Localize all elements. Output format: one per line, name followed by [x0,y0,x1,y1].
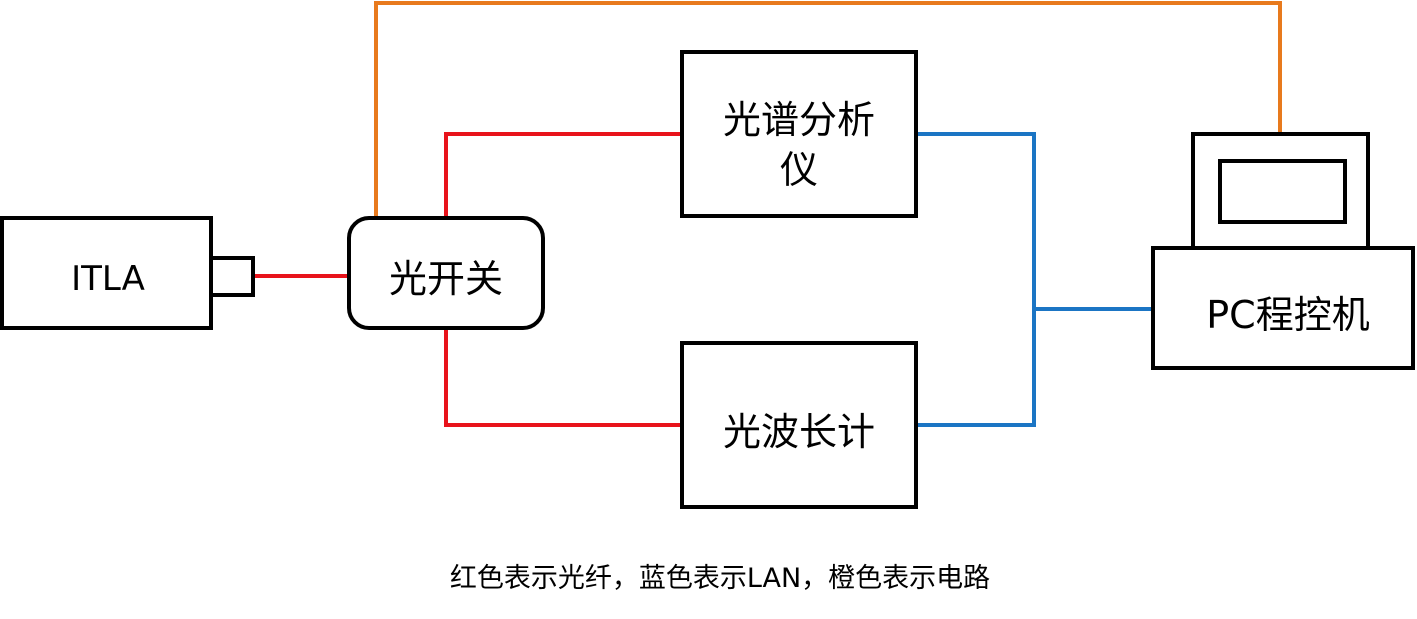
itla-connector [209,256,255,297]
fiber-line-switch-to-spectrum-analyzer [444,132,682,218]
optical-switch-box [347,216,545,330]
itla-label: ITLA [71,259,145,299]
pc-label: PC程控机 [1206,293,1369,337]
power-line-switch-to-pc [374,1,1282,218]
wavemeter-label: 光波长计 [723,410,875,454]
optical-switch-label: 光开关 [389,257,503,301]
pc-screen [1218,159,1347,224]
spectrum-analyzer-label-line1: 光谱分析 [723,98,875,142]
computer-icon: PC程控机 [1151,132,1415,370]
itla-box [0,216,213,330]
itla-node: ITLA [0,216,255,330]
spectrum-analyzer-label-line2: 仪 [780,148,818,192]
wavemeter-box [680,341,918,509]
wavemeter-node: 光波长计 [680,341,918,509]
legend-caption: 红色表示光纤，蓝色表示LAN，橙色表示电路 [450,563,990,594]
pc-base-box [1151,246,1415,370]
spectrum-analyzer-box [680,50,918,218]
lan-line-spectrum-analyzer [916,132,1036,427]
spectrum-analyzer-node: 光谱分析 仪 [680,50,918,218]
fiber-line-switch-to-wavemeter [444,330,682,427]
optical-switch-node: 光开关 [347,216,545,330]
